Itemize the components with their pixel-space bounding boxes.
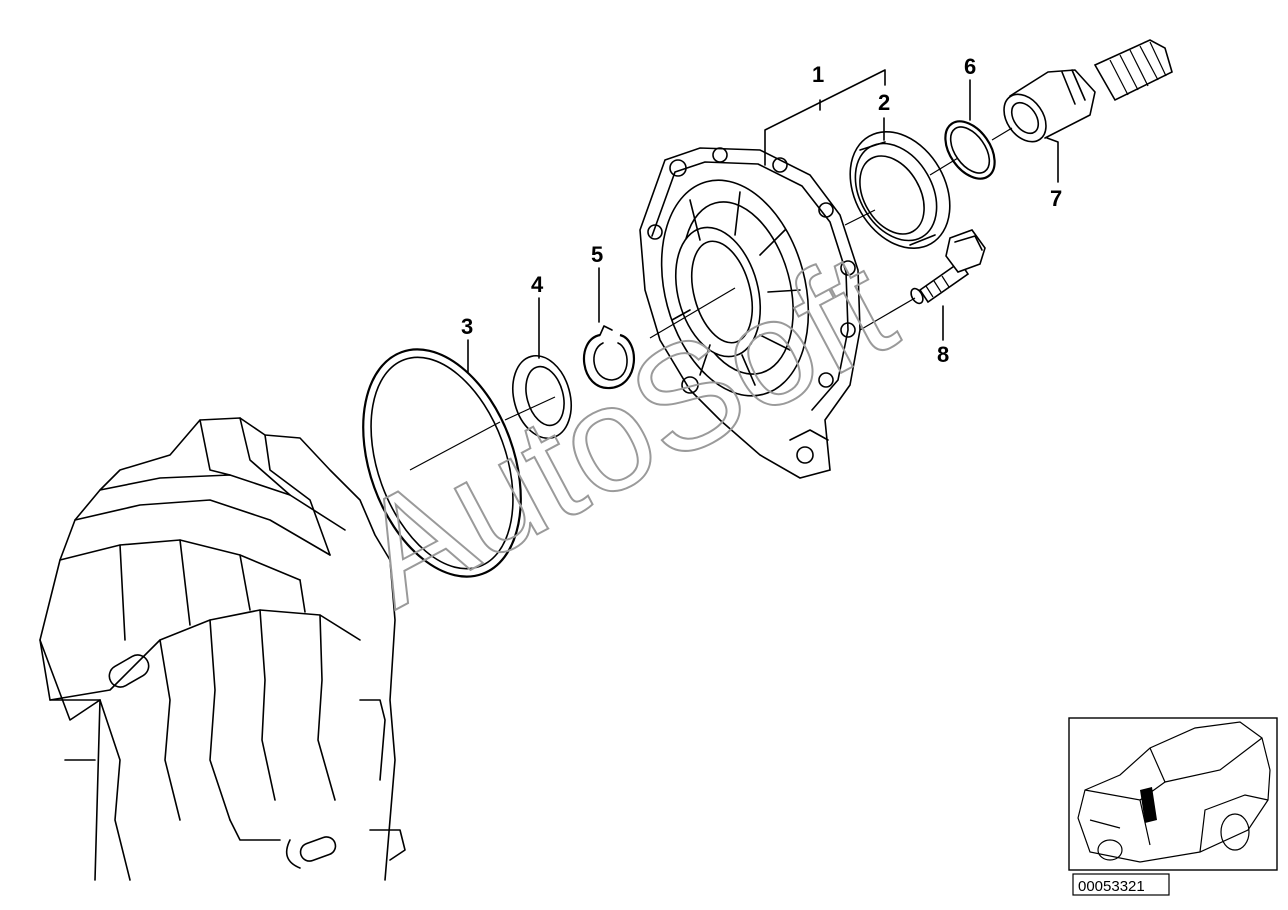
callout-lines	[409, 69, 1059, 471]
part-label-3: 3	[461, 314, 473, 339]
reference-number: 00053321	[1078, 878, 1145, 895]
part-label-4: 4	[531, 272, 544, 297]
part-label-8: 8	[937, 342, 949, 367]
part-label-1: 1	[812, 62, 824, 87]
part-label-5: 5	[591, 242, 603, 267]
transmission-housing-drawing	[39, 417, 406, 881]
part-3-o-ring-drawing	[362, 348, 522, 578]
part-2-shaft-seal-drawing	[849, 130, 951, 250]
part-label-2: 2	[878, 90, 890, 115]
part-7-output-shaft-drawing	[1003, 39, 1173, 143]
reference-number-box: 00053321	[1072, 873, 1170, 896]
part-6-o-ring-drawing	[944, 120, 996, 180]
part-5-circlip-drawing	[582, 325, 635, 390]
part-4-ring-drawing	[512, 354, 572, 440]
part-label-6: 6	[964, 54, 976, 79]
watermark: AutoSoft	[331, 220, 918, 638]
part-8-bolt-drawing	[910, 229, 986, 305]
highlight-marker	[1140, 787, 1157, 823]
vehicle-thumbnail	[1068, 717, 1278, 871]
part-label-7: 7	[1050, 186, 1062, 211]
